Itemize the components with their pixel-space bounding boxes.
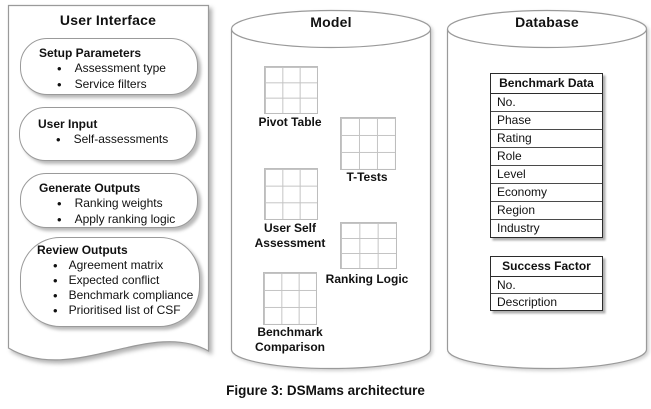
bullet-icon: • [57, 61, 62, 76]
bubble-item-text: Prioritised list of CSF [68, 303, 181, 317]
table-row: Rating [491, 130, 602, 148]
bubble-item-text: Expected conflict [68, 273, 160, 287]
table-row: Phase [491, 112, 602, 130]
benchmark-comparison-grid-icon [263, 272, 317, 325]
bubble-user-input: User Input • Self-assessments [19, 107, 197, 161]
bubble-title: Review Outputs [37, 243, 128, 257]
bubble-item-text: Apply ranking logic [74, 211, 176, 226]
database-title: Database [515, 14, 579, 30]
bullet-icon: • [53, 303, 58, 318]
bullet-icon: • [57, 76, 62, 92]
bubble-item: • Ranking weights [57, 196, 197, 212]
table-row: Region [491, 202, 602, 220]
bubble-item: • Prioritised list of CSF [53, 303, 199, 318]
bubble-item-text: Agreement matrix [68, 258, 164, 272]
bubble-setup-parameters: Setup Parameters • Assessment type • Servi… [20, 38, 198, 95]
bubble-title: Generate Outputs [39, 181, 141, 195]
table-row: Role [491, 148, 602, 166]
figure-caption: Figure 3: DSMams architecture [226, 383, 425, 398]
bubble-title: Setup Parameters [39, 46, 142, 60]
table-row: Description [497, 295, 558, 309]
pivot-table-grid-icon [264, 66, 318, 114]
bullet-icon: • [57, 211, 62, 227]
bubble-item: • Expected conflict [53, 273, 199, 288]
user-interface-title: User Interface [59, 12, 157, 28]
table-header: Success Factor [491, 257, 602, 277]
user-self-assessment-grid-icon [264, 168, 318, 220]
bubble-item-text: Benchmark compliance [68, 288, 194, 302]
t-tests-grid-icon [340, 117, 396, 170]
benchmark-data-table: Benchmark Data No. Phase Rating Role Lev… [490, 73, 603, 238]
bubble-item: • Benchmark compliance [53, 288, 199, 303]
bullet-icon: • [53, 288, 58, 303]
table-row: Level [491, 166, 602, 184]
bullet-icon: • [56, 132, 61, 147]
bullet-icon: • [53, 258, 58, 273]
bubble-item-text: Ranking weights [74, 196, 163, 210]
bubble-item: • Service filters [57, 77, 197, 93]
bubble-item-text: Service filters [74, 76, 147, 91]
bubble-review-outputs: Review Outputs • Agreement matrix • Expect… [20, 237, 200, 327]
bullet-icon: • [57, 196, 62, 211]
bubble-title: User Input [38, 117, 98, 131]
bubble-item: • Apply ranking logic [57, 212, 197, 228]
table-row: Economy [491, 184, 602, 202]
t-tests-label: T-Tests [346, 170, 388, 184]
bubble-item-text: Self-assessments [73, 132, 169, 146]
benchmark-comparison-label: Benchmark Comparison [254, 325, 325, 354]
table-row: Industry [497, 221, 540, 235]
ranking-logic-grid-icon [340, 222, 397, 269]
bubble-item: • Self-assessments [56, 132, 196, 148]
table-row: No. [491, 94, 602, 112]
pivot-table-label: Pivot Table [258, 115, 322, 129]
bubble-item: • Assessment type [57, 61, 197, 77]
ranking-logic-label: Ranking Logic [325, 272, 409, 286]
table-header: Benchmark Data [491, 74, 602, 94]
model-title: Model [310, 14, 352, 30]
bubble-item-text: Assessment type [74, 61, 166, 75]
model-cylinder-shape [230, 9, 432, 370]
success-factor-table: Success Factor No. Description [490, 256, 603, 311]
bubble-generate-outputs: Generate Outputs • Ranking weights • Apply… [20, 173, 198, 228]
bullet-icon: • [53, 273, 58, 288]
user-self-assessment-label: User Self Assessment [254, 221, 326, 250]
table-row: No. [491, 277, 602, 294]
bubble-item: • Agreement matrix [53, 258, 199, 273]
